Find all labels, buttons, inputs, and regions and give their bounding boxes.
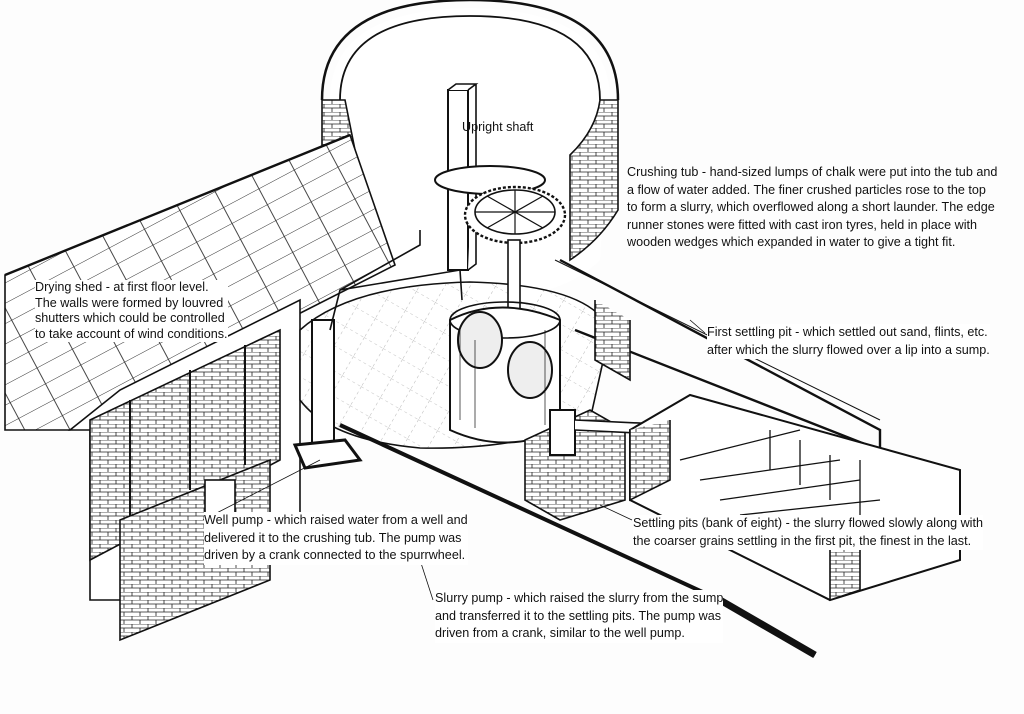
well-pump <box>292 230 463 470</box>
label-settling-pits: Settling pits (bank of eight) - the slur… <box>633 515 983 550</box>
crushing-tub <box>449 301 561 444</box>
upright-shaft <box>434 83 567 371</box>
label-crushing-tub: Crushing tub - hand-sized lumps of chalk… <box>627 165 998 249</box>
label-slurry-pump: Slurry pump - which raised the slurry fr… <box>435 590 724 643</box>
leader-lines <box>202 319 706 601</box>
label-drying-shed: Drying shed - at first floor level. The … <box>35 280 228 342</box>
label-well-pump: Well pump - which raised water from a we… <box>204 512 468 565</box>
settling-pits <box>629 393 961 602</box>
label-upright-shaft: Upright shaft <box>462 120 534 134</box>
label-first-settling-pit: First settling pit - which settled out s… <box>707 324 990 359</box>
